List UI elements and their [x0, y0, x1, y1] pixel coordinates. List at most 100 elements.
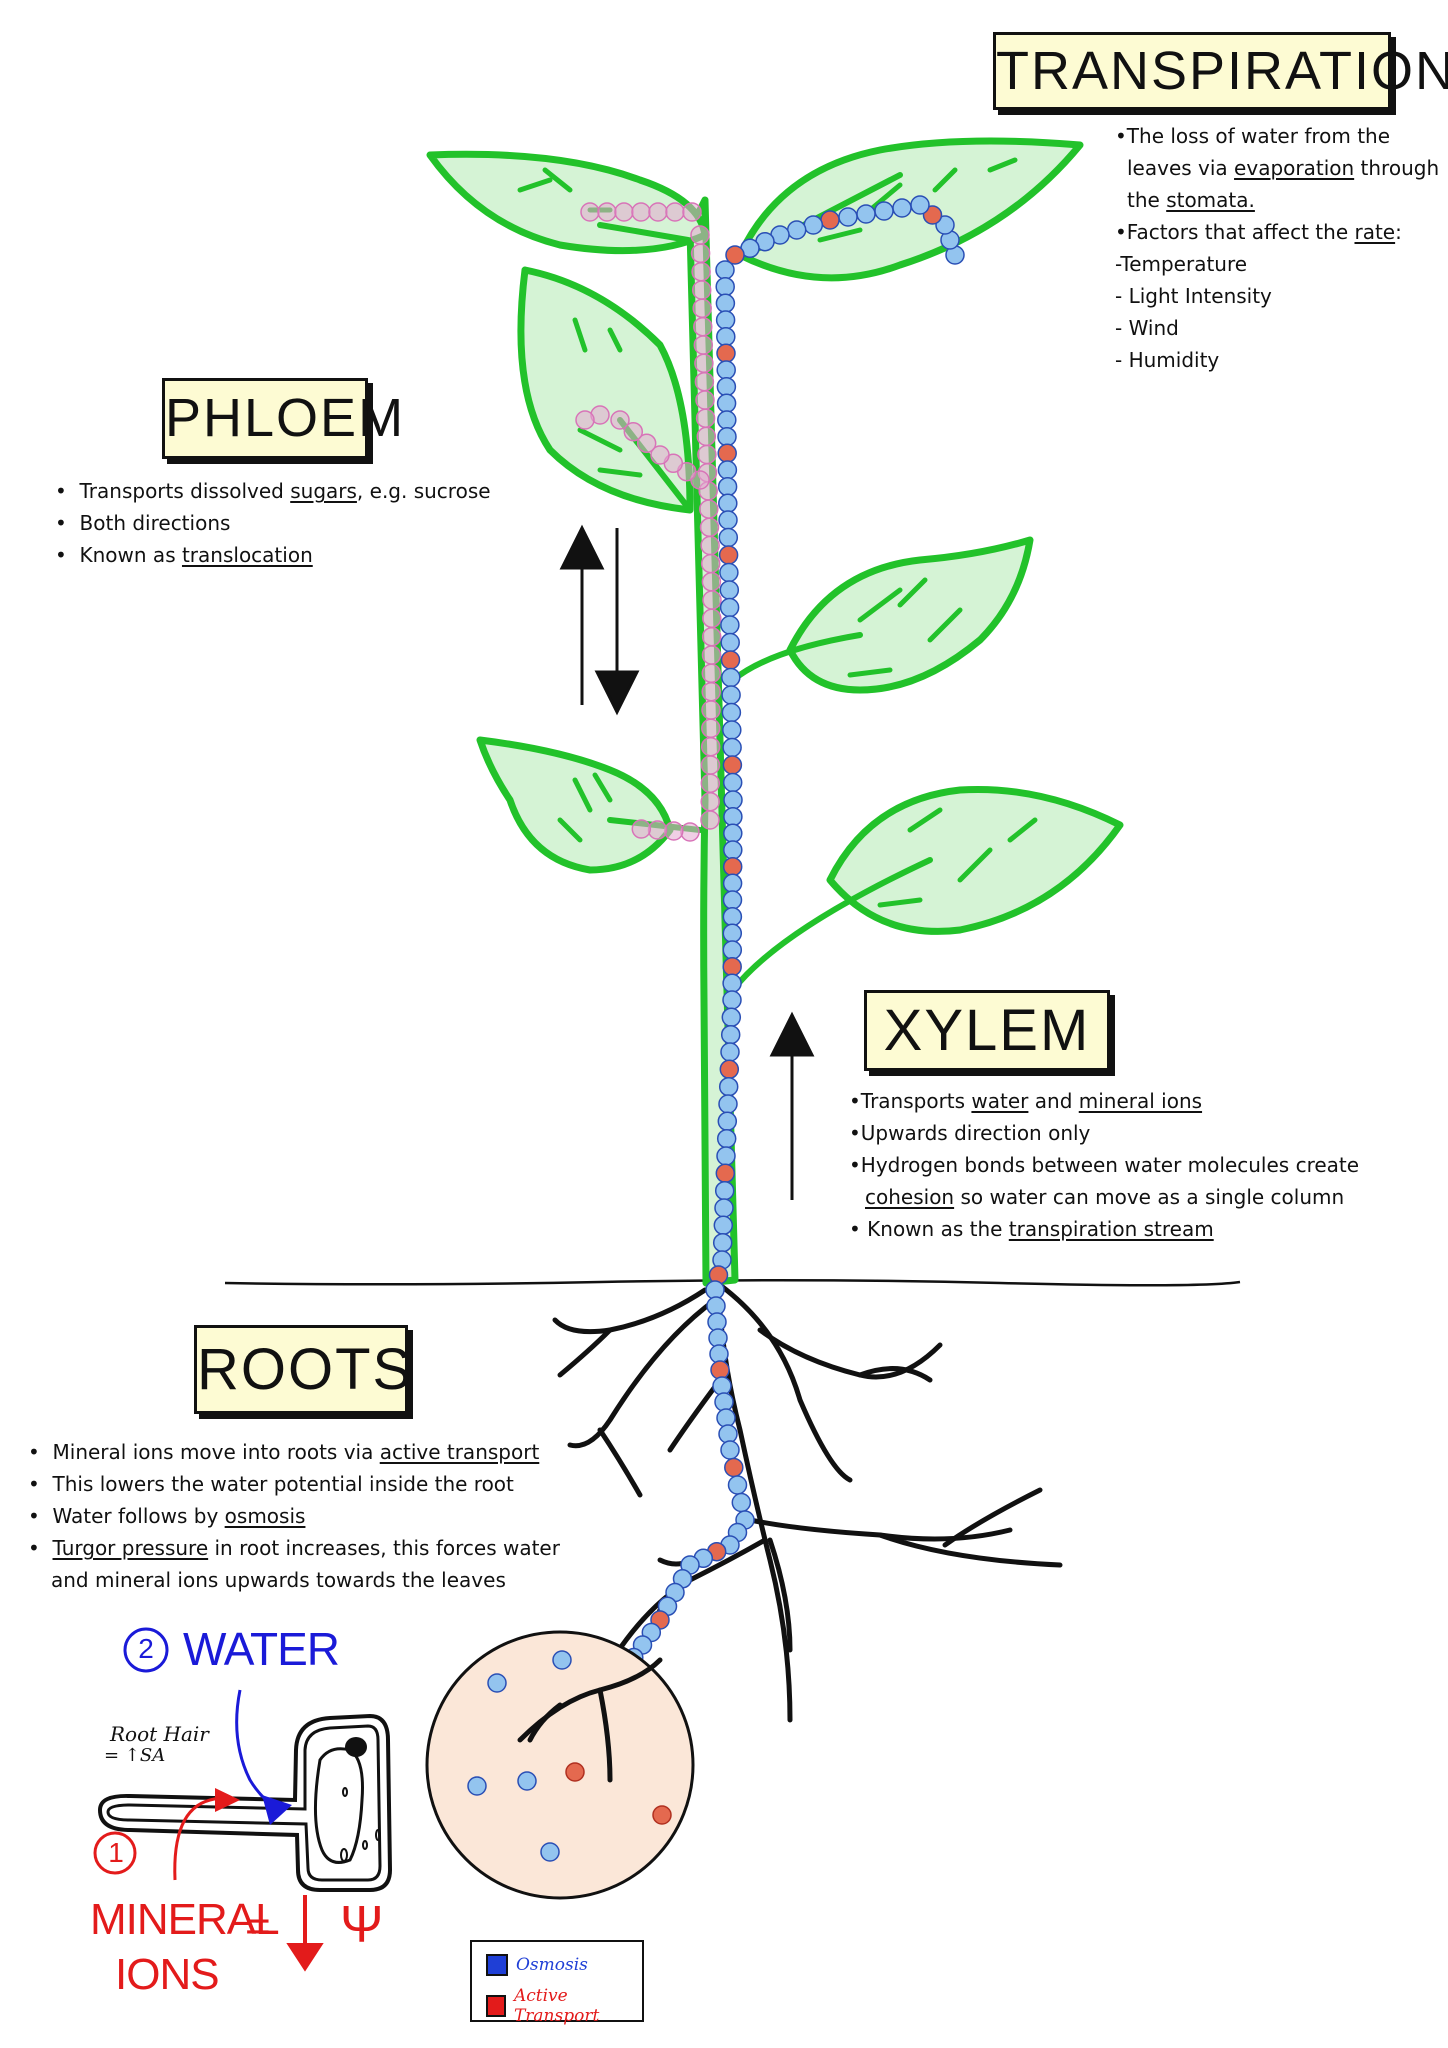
xylem-dot — [803, 215, 824, 235]
mineral-label-line1: MINERAL — [90, 1895, 280, 1944]
phloem-arrows — [559, 524, 640, 716]
phloem-dot — [610, 410, 630, 430]
xylem-dot — [723, 823, 743, 844]
xylem-dot — [786, 220, 807, 240]
xylem-dot — [718, 1094, 738, 1114]
xylem-dot — [719, 1059, 740, 1080]
step2-circle — [123, 1627, 169, 1673]
xylem-dot — [874, 201, 894, 221]
phloem-dot — [702, 608, 722, 629]
phloem-dot — [623, 421, 644, 442]
xylem-dot — [714, 1180, 735, 1201]
xylem-dot — [720, 1042, 740, 1062]
sugars-term: sugars — [290, 479, 357, 503]
phloem-dot — [702, 590, 722, 610]
phloem-dot — [636, 433, 657, 454]
xylem-dot — [717, 476, 738, 497]
phloem-dot — [696, 426, 717, 447]
phloem-dot — [691, 261, 711, 282]
stomata-term: stomata. — [1166, 188, 1255, 212]
phloem-dot — [700, 810, 720, 830]
phloem-dot — [650, 445, 670, 465]
translocation-term: translocation — [181, 543, 313, 567]
roots-line-1: Mineral ions move into roots via — [52, 1440, 380, 1464]
legend-osmosis-label: Osmosis — [516, 1955, 588, 1975]
xylem-dot — [718, 510, 738, 530]
water-term: water — [971, 1089, 1029, 1113]
down-arrow — [286, 1895, 324, 1972]
phloem-dot — [700, 736, 721, 757]
xylem-dot — [720, 1024, 741, 1045]
rate-term: rate — [1354, 220, 1396, 244]
xylem-dot — [717, 460, 738, 480]
osmosis-swatch — [486, 1954, 508, 1976]
xylem-dot — [716, 1128, 737, 1149]
phloem-dot — [692, 298, 712, 319]
xylem-dot — [722, 856, 743, 877]
transpiration-line-1: •The loss of water from the — [1115, 124, 1391, 148]
xylem-dot — [715, 293, 736, 314]
root-hair-cell — [97, 1713, 393, 1892]
phloem-dot — [700, 553, 721, 574]
mineral-label-line2: IONS — [115, 1950, 220, 1999]
xylem-dot — [725, 245, 745, 265]
leaf-low-left — [476, 736, 674, 874]
phloem-dot — [647, 820, 668, 840]
xylem-dot — [731, 1492, 752, 1513]
soil-magnifier — [425, 1630, 695, 1900]
roots-line-3: Water follows by — [52, 1504, 225, 1528]
phloem-dot — [695, 390, 715, 410]
xylem-dot — [721, 702, 742, 723]
phloem-dot — [691, 280, 712, 300]
phloem-dot — [693, 335, 714, 355]
xylem-dot — [724, 1457, 744, 1478]
xylem-dot — [709, 1344, 729, 1364]
soil-particles — [467, 1650, 672, 1862]
xylem-dot — [722, 923, 743, 944]
xylem-dot — [721, 667, 741, 688]
xylem-dot — [719, 580, 740, 600]
xylem-dot — [838, 207, 858, 227]
xylem-dot — [722, 906, 743, 927]
phloem-dot — [701, 700, 721, 720]
phloem-dot — [690, 243, 711, 264]
roots-line-5: and mineral ions upwards towards the lea… — [51, 1568, 506, 1592]
xylem-dot — [708, 1328, 728, 1348]
xylem-line-3: •Hydrogen bonds between water molecules … — [849, 1153, 1360, 1177]
transpiration-line-2-end: through — [1354, 156, 1440, 180]
phloem-dot — [694, 353, 714, 374]
xylem-dot — [716, 326, 736, 347]
xylem-dot — [718, 1424, 738, 1444]
xylem-dot — [722, 720, 742, 740]
phloem-dot — [701, 626, 722, 647]
transpiration-line-4-end: : — [1395, 220, 1402, 244]
roots-line-2: This lowers the water potential inside t… — [52, 1472, 514, 1496]
ground-line — [224, 1278, 1241, 1287]
turgor-pressure-term: Turgor pressure — [52, 1536, 209, 1560]
active-transport-term: active transport — [379, 1440, 540, 1464]
xylem-dot — [712, 1376, 732, 1396]
xylem-vessel — [602, 195, 965, 1690]
psi-symbol: Ψ — [340, 1896, 384, 1954]
xylem-notes: •Transports water and mineral ions •Upwa… — [849, 1085, 1359, 1245]
xylem-dot — [722, 772, 743, 793]
xylem-dot — [910, 195, 930, 215]
phloem-dot — [700, 755, 721, 775]
xylem-dot — [727, 1475, 748, 1495]
phloem-line-1: Transports dissolved — [79, 479, 291, 503]
xylem-dot — [716, 360, 736, 380]
phloem-dot — [631, 202, 651, 222]
phloem-dot — [665, 202, 685, 222]
phloem-title: PHLOEM — [162, 378, 403, 459]
xylem-dot — [720, 1440, 740, 1460]
leaf-mid-right — [786, 536, 1034, 694]
transpiration-line-3: the — [1127, 188, 1167, 212]
phloem-dot — [701, 718, 721, 739]
evaporation-term: evaporation — [1234, 156, 1355, 180]
phloem-line-1-end: , e.g. sucrose — [356, 479, 491, 503]
xylem-dot — [714, 1392, 734, 1412]
leaves — [426, 137, 1124, 935]
transpiration-title: TRANSPIRATION — [993, 32, 1448, 110]
xylem-dot — [718, 1076, 739, 1097]
